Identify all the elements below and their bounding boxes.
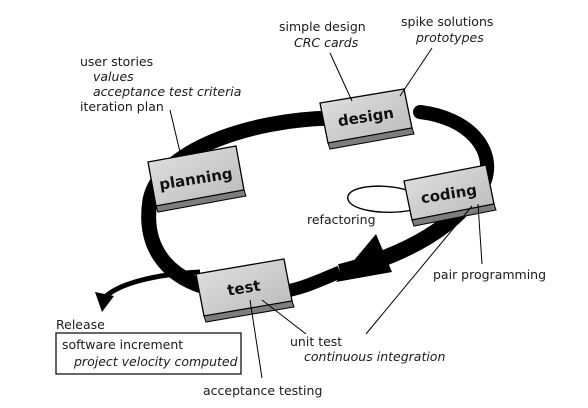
- leader-planning: [169, 109, 181, 153]
- leader-pair: [477, 203, 483, 265]
- note-iteration-plan: iteration plan: [80, 99, 164, 114]
- refactoring-loop: [347, 185, 419, 213]
- release-software-increment: software increment: [62, 337, 183, 352]
- note-acceptance-criteria: acceptance test criteria: [93, 84, 241, 99]
- test-label: test: [226, 277, 262, 300]
- leader-ci: [365, 205, 473, 335]
- planning-card: planning: [147, 145, 247, 213]
- test-card: test: [195, 258, 295, 323]
- note-simple-design: simple design: [279, 19, 366, 34]
- note-spike-solutions: spike solutions: [401, 14, 493, 29]
- leader-unit-test: [261, 299, 307, 335]
- coding-card: coding: [403, 164, 497, 227]
- release-arrowhead: [95, 292, 114, 312]
- note-unit-test: unit test: [290, 334, 342, 349]
- release-arrow: [102, 269, 201, 300]
- note-crc-cards: CRC cards: [294, 35, 359, 50]
- note-pair-programming: pair programming: [433, 267, 546, 282]
- release-velocity: project velocity computed: [73, 354, 238, 369]
- note-values: values: [93, 69, 134, 84]
- design-card: design: [319, 88, 415, 150]
- note-acceptance-testing: acceptance testing: [203, 383, 322, 398]
- leader-design: [329, 52, 353, 102]
- cycle-arrowhead: [336, 234, 392, 282]
- release-title: Release: [56, 317, 105, 332]
- note-prototypes: prototypes: [415, 30, 484, 45]
- leader-acceptance: [249, 299, 263, 379]
- note-user-stories: user stories: [80, 54, 153, 69]
- note-continuous-integration: continuous integration: [304, 349, 445, 364]
- note-refactoring: refactoring: [307, 212, 376, 227]
- release-box: [55, 332, 242, 375]
- leader-spike: [399, 47, 433, 97]
